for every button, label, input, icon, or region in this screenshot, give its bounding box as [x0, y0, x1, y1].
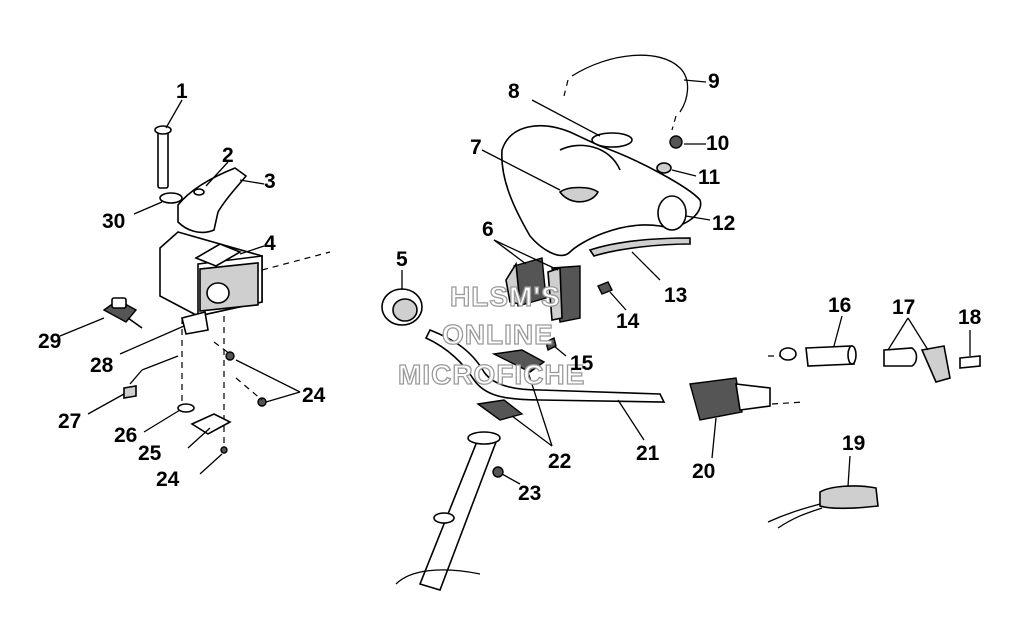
- watermark: HLSM'S ONLINE MICROFICHE: [397, 280, 585, 390]
- part-label-18[interactable]: 18: [958, 306, 982, 329]
- part-labels: 1 2 3 4 5 6 7 8 9 10 11 12 13 14 15 16 1…: [38, 70, 982, 505]
- part-label-30[interactable]: 30: [102, 210, 125, 233]
- cable-part: [571, 54, 689, 113]
- clip-part: [102, 297, 143, 329]
- part-label-2[interactable]: 2: [222, 144, 234, 167]
- leader-lines: [59, 79, 971, 487]
- part-label-27[interactable]: 27: [58, 410, 81, 433]
- watermark-line-1: HLSM'S: [450, 281, 561, 312]
- part-label-15[interactable]: 15: [570, 352, 594, 375]
- part-label-16[interactable]: 16: [828, 294, 851, 317]
- grip-part: [768, 345, 857, 367]
- part-label-5[interactable]: 5: [396, 248, 408, 271]
- handlebar-part: [424, 328, 666, 403]
- part-label-3[interactable]: 3: [264, 170, 276, 193]
- switch-housings-part: [505, 257, 581, 323]
- part-label-28[interactable]: 28: [90, 354, 114, 377]
- part-label-6[interactable]: 6: [482, 218, 494, 241]
- part-label-7[interactable]: 7: [470, 136, 482, 159]
- part-label-9[interactable]: 9: [708, 70, 720, 93]
- part-label-17[interactable]: 17: [892, 296, 915, 319]
- part-label-23[interactable]: 23: [518, 482, 541, 505]
- part-label-22[interactable]: 22: [548, 450, 571, 473]
- handlebar-pad-part: [501, 125, 702, 257]
- part-label-24-upper[interactable]: 24: [302, 384, 326, 407]
- part-label-25[interactable]: 25: [138, 442, 162, 465]
- heater-coil-part: [767, 485, 879, 529]
- throttle-housing-part: [689, 377, 805, 421]
- part-label-4[interactable]: 4: [264, 232, 276, 255]
- part-label-21[interactable]: 21: [636, 442, 660, 465]
- part-label-12[interactable]: 12: [712, 212, 735, 235]
- part-label-20[interactable]: 20: [692, 460, 715, 483]
- collar-part: [381, 288, 423, 326]
- part-label-29[interactable]: 29: [38, 330, 61, 353]
- part-label-26[interactable]: 26: [114, 424, 137, 447]
- part-label-13[interactable]: 13: [664, 284, 687, 307]
- part-label-8[interactable]: 8: [508, 80, 520, 103]
- part-label-1[interactable]: 1: [176, 80, 188, 103]
- part-label-14[interactable]: 14: [616, 310, 640, 333]
- clamps-part: [476, 349, 546, 421]
- part-label-19[interactable]: 19: [842, 432, 865, 455]
- center-assembly: [381, 54, 702, 591]
- part-label-24-lower[interactable]: 24: [156, 468, 180, 491]
- part-label-10[interactable]: 10: [706, 132, 729, 155]
- watermark-line-3: MICROFICHE: [398, 359, 585, 390]
- right-assembly: [689, 345, 981, 529]
- washer-part: [159, 192, 183, 204]
- bolt-part: [154, 125, 172, 189]
- watermark-line-2: ONLINE: [442, 319, 554, 350]
- switch-box-part: [159, 231, 331, 317]
- part-label-11[interactable]: 11: [698, 166, 721, 189]
- left-assembly: [102, 125, 331, 454]
- bracket-part: [177, 167, 248, 234]
